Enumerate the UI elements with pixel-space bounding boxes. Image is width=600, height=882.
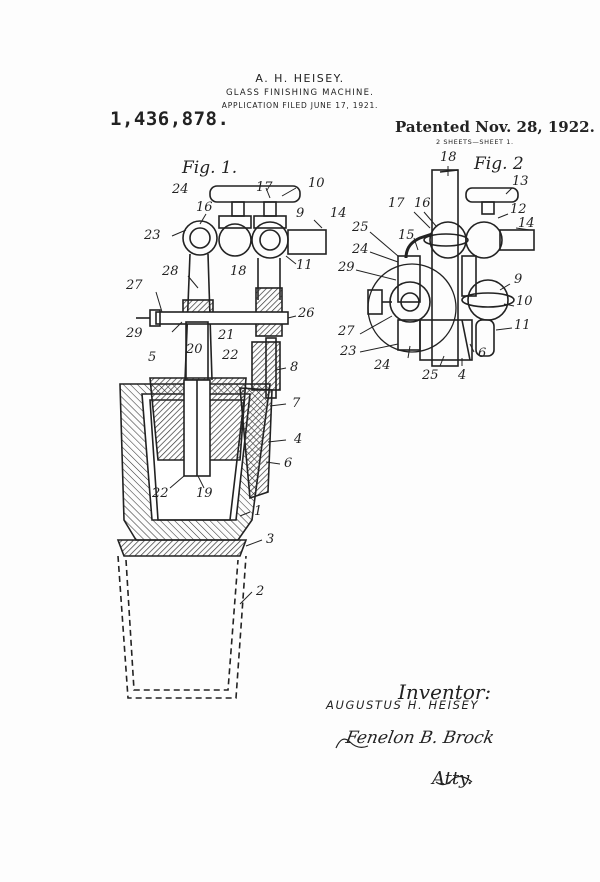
patent-number: 1,436,878.: [110, 108, 230, 130]
sheet-count: 2 SHEETS—SHEET 1.: [436, 138, 514, 146]
ref-3: 3: [266, 532, 275, 547]
application-filed-date: APPLICATION FILED JUNE 17, 1921.: [221, 101, 379, 110]
ref-23: 23: [144, 228, 161, 243]
signature-flourish: [335, 738, 473, 786]
ref2-27: 27: [338, 324, 355, 339]
invention-title: GLASS FINISHING MACHINE.: [225, 88, 375, 98]
inventor-full-name: AUGUSTUS H. HEISEY: [326, 698, 479, 712]
ref-9: 9: [296, 206, 305, 221]
ref-19: 19: [196, 486, 213, 501]
attorney-label: Atty.: [432, 768, 473, 789]
ref2-25b: 25: [422, 368, 439, 383]
ref-10: 10: [308, 176, 325, 191]
attorney-signature: Fenelon B. Brock: [344, 728, 496, 748]
ref-6: 6: [284, 456, 293, 471]
ref-7: 7: [292, 396, 301, 411]
ref-26: 26: [298, 306, 315, 321]
ref2-11: 11: [514, 318, 531, 333]
inventor-heading: Inventor:: [398, 680, 492, 704]
ref2-13: 13: [512, 174, 529, 189]
figure-2-drawing: [355, 166, 535, 367]
ref-5: 5: [148, 350, 157, 365]
ref-8: 8: [290, 360, 299, 375]
ref-21: 21: [218, 328, 235, 343]
ref-2: 2: [256, 584, 265, 599]
ref2-23: 23: [340, 344, 357, 359]
ref2-10: 10: [516, 294, 533, 309]
ref-11: 11: [296, 258, 313, 273]
ref2-25: 25: [352, 220, 369, 235]
ref-4: 4: [294, 432, 303, 447]
ref2-17: 17: [388, 196, 405, 211]
ref-20: 20: [186, 342, 203, 357]
ref-24: 24: [172, 182, 189, 197]
patented-date: Patented Nov. 28, 1922.: [395, 118, 595, 136]
ref2-29: 29: [338, 260, 355, 275]
ref2-24: 24: [352, 242, 369, 257]
ref-14: 14: [330, 206, 347, 221]
ref2-12: 12: [510, 202, 527, 217]
ref2-18: 18: [440, 150, 457, 165]
ref-1: 1: [254, 504, 263, 519]
ref2-14: 14: [518, 216, 535, 231]
ref-16: 16: [196, 200, 213, 215]
ref-27: 27: [126, 278, 143, 293]
ref2-16: 16: [414, 196, 431, 211]
ref2-9: 9: [514, 272, 523, 287]
ref2-4: 4: [458, 368, 467, 383]
ref-22: 22: [222, 348, 239, 363]
inventor-header-name: A. H. HEISEY.: [255, 72, 345, 85]
ref-28: 28: [162, 264, 179, 279]
fig-1-label: Fig. 1.: [182, 158, 238, 178]
ref-29: 29: [126, 326, 143, 341]
figure-1-drawing: [116, 185, 327, 699]
ref-17: 17: [256, 180, 273, 195]
ref2-24b: 24: [374, 358, 391, 373]
fig-2-label: Fig. 2: [474, 154, 524, 174]
ref2-6: 6: [478, 346, 487, 361]
ref-22b: 22: [152, 486, 169, 501]
ref-18: 18: [230, 264, 247, 279]
ref2-15: 15: [398, 228, 415, 243]
